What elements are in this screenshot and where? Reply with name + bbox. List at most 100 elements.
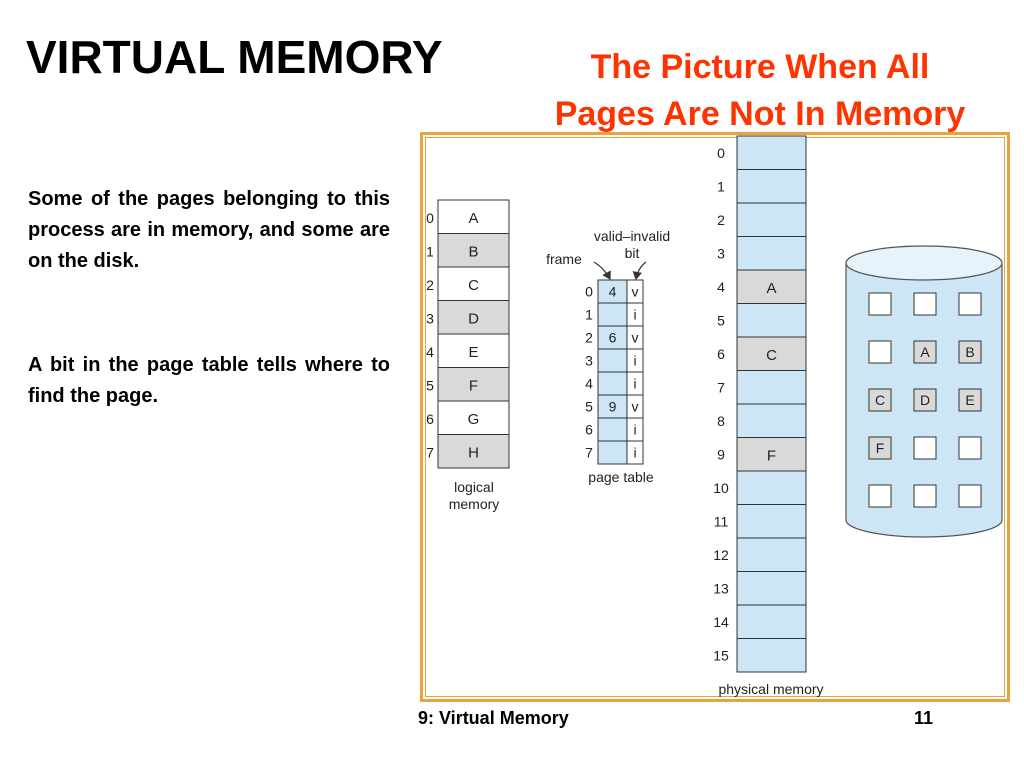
valid-invalid-label: valid–invalid — [594, 228, 670, 244]
physical-frame-index: 6 — [717, 346, 725, 362]
page-table-index: 1 — [585, 307, 593, 323]
physical-frame — [736, 169, 807, 204]
page-table-frame-cell — [597, 440, 628, 465]
physical-frame — [736, 571, 807, 606]
disk-block-label: B — [965, 344, 974, 360]
disk-block — [913, 484, 937, 508]
page-table-frame-cell — [597, 371, 628, 396]
figure-frame-inner — [425, 137, 1005, 697]
subtitle-line-1: The Picture When All — [590, 48, 930, 86]
page-table-frame-cell — [597, 348, 628, 373]
page-table-frame-value: 6 — [609, 330, 617, 346]
physical-frame — [736, 236, 807, 271]
figure-frame — [420, 132, 1010, 702]
frame-arrow — [593, 261, 611, 281]
footer-chapter: 9: Virtual Memory — [418, 708, 569, 728]
logical-cell — [437, 400, 510, 435]
disk-block — [868, 388, 892, 412]
logical-index: 0 — [426, 210, 434, 226]
disk-block — [913, 292, 937, 316]
logical-index: 7 — [426, 444, 434, 460]
logical-cell — [437, 300, 510, 335]
paragraph-pages-in-memory: Some of the pages belonging to this proc… — [28, 188, 390, 272]
physical-memory-label: physical memory — [718, 681, 823, 697]
page-table-index: 2 — [585, 330, 593, 346]
disk-block — [868, 292, 892, 316]
physical-frame-index: 13 — [713, 580, 729, 596]
logical-cell-label: A — [468, 210, 478, 227]
physical-frame — [736, 470, 807, 505]
valid-invalid-label: bit — [625, 245, 640, 261]
page-table-bit-value: i — [633, 353, 636, 369]
slide-subtitle: The Picture When All Pages Are Not In Me… — [500, 44, 1020, 138]
disk-block — [913, 340, 937, 364]
page-table-frame-cell — [597, 417, 628, 442]
disk-block — [958, 340, 982, 364]
page-table-frame-cell — [597, 302, 628, 327]
logical-index: 5 — [426, 377, 434, 393]
disk-block-label: D — [920, 392, 930, 408]
logical-cell — [437, 199, 510, 234]
physical-frame — [736, 504, 807, 539]
logical-cell-label: B — [468, 243, 478, 260]
page-table-bit-value: v — [632, 330, 639, 346]
disk-block — [913, 436, 937, 460]
physical-frame-index: 8 — [717, 413, 725, 429]
physical-frame — [736, 370, 807, 405]
physical-frame-index: 4 — [717, 279, 725, 295]
logical-index: 6 — [426, 411, 434, 427]
physical-frame-index: 3 — [717, 245, 725, 261]
page-table-index: 6 — [585, 422, 593, 438]
physical-frame-index: 5 — [717, 312, 725, 328]
disk-top — [845, 245, 1003, 281]
physical-frame-index: 10 — [713, 480, 729, 496]
disk-block — [868, 340, 892, 364]
logical-index: 3 — [426, 310, 434, 326]
page-table-index: 0 — [585, 284, 593, 300]
physical-frame-index: 7 — [717, 379, 725, 395]
logical-index: 1 — [426, 243, 434, 259]
logical-index: 2 — [426, 277, 434, 293]
disk-block — [958, 484, 982, 508]
physical-frame-index: 14 — [713, 614, 729, 630]
page-table-bit-value: i — [633, 445, 636, 461]
physical-frame-index: 9 — [717, 446, 725, 462]
logical-cell-label: F — [469, 377, 478, 394]
physical-frame-label: F — [767, 447, 776, 464]
disk-block — [958, 388, 982, 412]
physical-frame — [736, 303, 807, 338]
physical-frame — [736, 135, 807, 170]
disk-block — [958, 292, 982, 316]
valid-bit-arrow — [632, 261, 647, 281]
logical-memory-label: logical — [454, 479, 494, 495]
physical-frame — [736, 403, 807, 438]
frame-label: frame — [546, 251, 582, 267]
logical-memory-label: memory — [449, 496, 500, 512]
logical-cell — [437, 434, 510, 469]
page-table-index: 4 — [585, 376, 593, 392]
logical-cell-label: G — [468, 411, 480, 428]
page-table-bit-value: v — [632, 399, 639, 415]
physical-frame-label: C — [766, 347, 777, 364]
page-table-frame-value: 9 — [609, 399, 617, 415]
physical-frame-index: 2 — [717, 212, 725, 228]
page-table-bit-value: i — [633, 422, 636, 438]
page-table-index: 5 — [585, 399, 593, 415]
logical-cell-label: H — [468, 444, 479, 461]
logical-cell-label: E — [468, 344, 478, 361]
disk-block — [913, 388, 937, 412]
page-table-bit-cell — [626, 440, 644, 465]
disk-block — [958, 436, 982, 460]
page-table-index: 7 — [585, 445, 593, 461]
disk-block-label: A — [920, 344, 930, 360]
physical-frame-index: 15 — [713, 647, 729, 663]
logical-cell-label: D — [468, 310, 479, 327]
physical-frame — [736, 336, 807, 371]
physical-frame — [736, 638, 807, 673]
physical-frame-label: A — [766, 280, 776, 297]
paragraph-page-table-bit: A bit in the page table tells where to f… — [28, 354, 390, 407]
page-table-label: page table — [588, 469, 654, 485]
